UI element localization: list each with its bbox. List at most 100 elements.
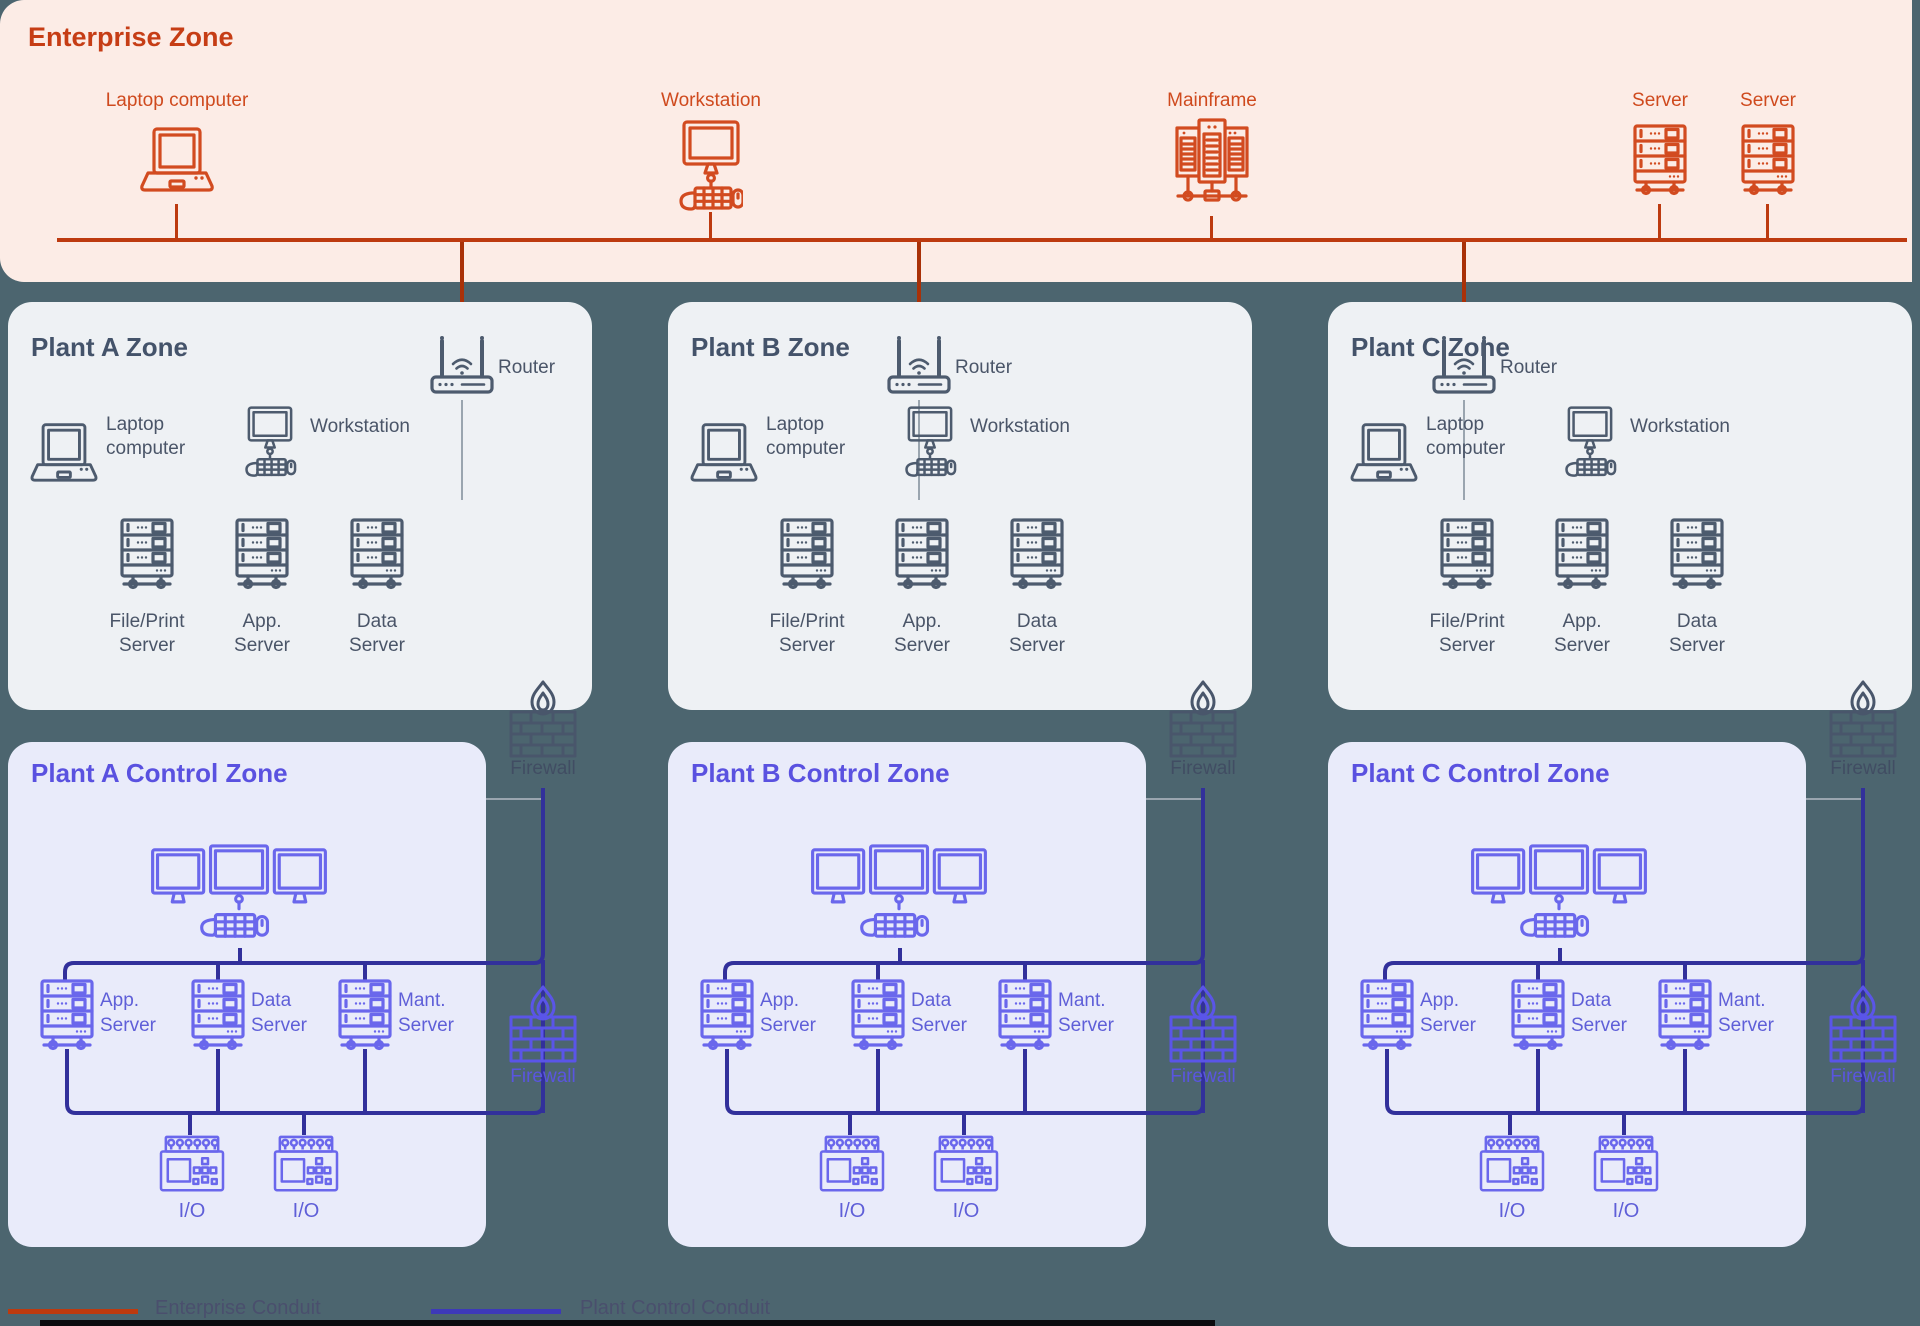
legend-enterprise-line [8, 1309, 138, 1314]
laptop-icon [140, 127, 214, 192]
enterprise-drop [1766, 204, 1769, 240]
server-label-line2: Server [119, 635, 175, 656]
server-icon [1555, 518, 1609, 590]
server-label-line2: Server [1058, 1015, 1114, 1036]
io-label: I/O [1612, 1200, 1640, 1222]
server-label-line2: Server [1718, 1015, 1774, 1036]
server-label-line1: Data [356, 611, 398, 632]
server-icon [1741, 124, 1795, 196]
server-label-line1: App. [100, 990, 140, 1011]
server-label-line1: App. [1562, 611, 1602, 632]
plant-zone-title: Plant A Zone [31, 332, 188, 362]
server-label-line1: App. [1420, 990, 1460, 1011]
firewall-icon [509, 680, 577, 758]
server-label-line2: Server [1009, 635, 1065, 656]
server-label-line2: Server [349, 635, 405, 656]
server-icon [350, 518, 404, 590]
plant-zone-panel [8, 302, 592, 710]
laptop-label-line1: Laptop [106, 414, 165, 435]
server-label: App. Server [760, 988, 816, 1038]
laptop-icon [690, 423, 758, 482]
control-zone-title: Plant B Control Zone [691, 758, 950, 788]
io-module-icon [273, 1135, 339, 1192]
server-label-line1: App. [760, 990, 800, 1011]
server-label-line1: File/Print [109, 611, 185, 632]
router-icon [887, 334, 951, 394]
server-label-line1: Data [1571, 990, 1612, 1011]
server-label-line1: File/Print [769, 611, 845, 632]
server-label-line1: Data [251, 990, 292, 1011]
io-label: I/O [838, 1200, 866, 1222]
laptop-icon [1350, 423, 1418, 482]
server-icon [235, 518, 289, 590]
mainframe-icon [1175, 118, 1249, 202]
enterprise-drop [1210, 216, 1213, 240]
server-label-line1: App. [902, 611, 942, 632]
device-label: Workstation [661, 90, 761, 111]
device-label: Server [1740, 90, 1796, 111]
firewall-label: Firewall [510, 758, 576, 779]
server-label: App. Server [1420, 988, 1476, 1038]
server-label: File/Print Server [747, 610, 867, 658]
server-label-line2: Server [894, 635, 950, 656]
laptop-label-line2: computer [766, 438, 846, 459]
legend-control-label: Plant Control Conduit [580, 1297, 771, 1319]
io-label: I/O [952, 1200, 980, 1222]
firewall-icon [1169, 680, 1237, 758]
io-module-icon [1479, 1135, 1545, 1192]
plant-zone-c: Plant C Zone Router Laptop computer Work… [1328, 302, 1912, 1014]
io-label: I/O [1498, 1200, 1526, 1222]
server-icon [700, 979, 754, 1051]
legend-enterprise-label: Enterprise Conduit [155, 1297, 321, 1319]
router-wire [918, 400, 920, 500]
server-label: Data Server [977, 610, 1097, 658]
plant-zone-panel [1328, 302, 1912, 710]
server-icon [1360, 979, 1414, 1051]
server-icon [780, 518, 834, 590]
server-label-line2: Server [1669, 635, 1725, 656]
server-icon [120, 518, 174, 590]
server-label-line1: Mant. [1058, 990, 1106, 1011]
enterprise-drop [1658, 204, 1661, 240]
server-label-line2: Server [779, 635, 835, 656]
server-icon [998, 979, 1052, 1051]
server-icon [40, 979, 94, 1051]
router-label: Router [1500, 357, 1558, 378]
server-label-line2: Server [1439, 635, 1495, 656]
workstation-icon [1565, 406, 1617, 477]
server-label-line1: Mant. [398, 990, 446, 1011]
server-label-line1: File/Print [1429, 611, 1505, 632]
server-icon [1633, 124, 1687, 196]
workstation-label: Workstation [970, 416, 1070, 437]
io-label: I/O [178, 1200, 206, 1222]
server-label: Data Server [1637, 610, 1757, 658]
operator-station-icon [151, 844, 327, 938]
server-label-line1: Data [1016, 611, 1058, 632]
control-zone-title: Plant A Control Zone [31, 758, 288, 788]
enterprise-zone-panel [0, 0, 1912, 282]
control-conduit-wiring [723, 788, 1205, 1135]
firewall-label: Firewall [1830, 1066, 1896, 1087]
enterprise-conduit-a [460, 242, 464, 328]
io-module-icon [933, 1135, 999, 1192]
operator-station-icon [1471, 844, 1647, 938]
firewall-icon [1829, 680, 1897, 758]
router-icon [430, 334, 494, 394]
server-icon [1010, 518, 1064, 590]
io-label: I/O [292, 1200, 320, 1222]
server-icon [1670, 518, 1724, 590]
laptop-label-line1: Laptop [766, 414, 825, 435]
laptop-label: Laptop computer [1426, 413, 1505, 461]
server-label-line1: Data [1676, 611, 1718, 632]
router-wire [461, 400, 463, 500]
server-label-line2: Server [234, 635, 290, 656]
firewall-icon [1169, 985, 1237, 1063]
enterprise-zone-title: Enterprise Zone [28, 22, 234, 52]
server-label-line2: Server [1571, 1015, 1627, 1036]
control-conduit-wiring [63, 788, 545, 1135]
server-icon [1658, 979, 1712, 1051]
control-zone-b: Plant B Control Zone App. Server Data [668, 742, 1237, 1247]
workstation-label: Workstation [310, 416, 410, 437]
plant-zone-title: Plant B Zone [691, 332, 850, 362]
firewall-icon [1829, 985, 1897, 1063]
